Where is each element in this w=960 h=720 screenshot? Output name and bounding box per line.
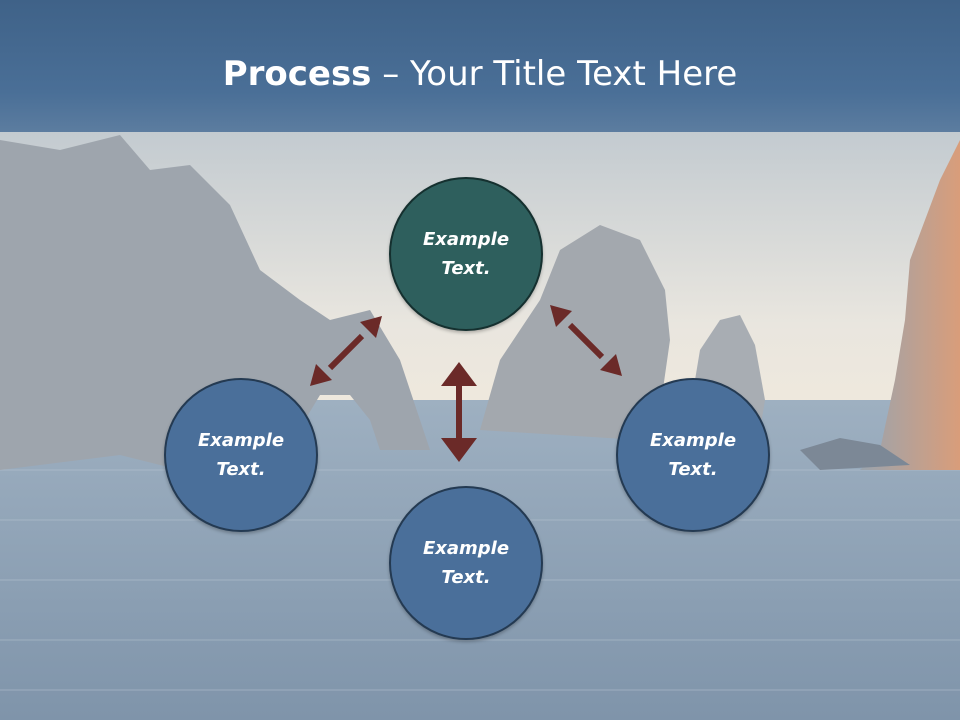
arrow-top-right [550, 305, 622, 376]
title-rest: – Your Title Text Here [371, 54, 738, 94]
node-bottom-label: Example Text. [422, 538, 510, 588]
node-left-label: Example Text. [197, 430, 285, 480]
node-right-label: Example Text. [649, 430, 737, 480]
arrow-top-left [310, 316, 382, 386]
process-node-right[interactable]: Example Text. [616, 378, 770, 532]
node-top-label: Example Text. [422, 229, 510, 279]
title-bar: Process – Your Title Text Here [0, 0, 960, 132]
process-node-top[interactable]: Example Text. [389, 177, 543, 331]
process-node-left[interactable]: Example Text. [164, 378, 318, 532]
slide-title: Process – Your Title Text Here [0, 52, 960, 96]
title-bold: Process [222, 54, 372, 94]
process-node-bottom[interactable]: Example Text. [389, 486, 543, 640]
arrow-vertical [441, 362, 477, 462]
